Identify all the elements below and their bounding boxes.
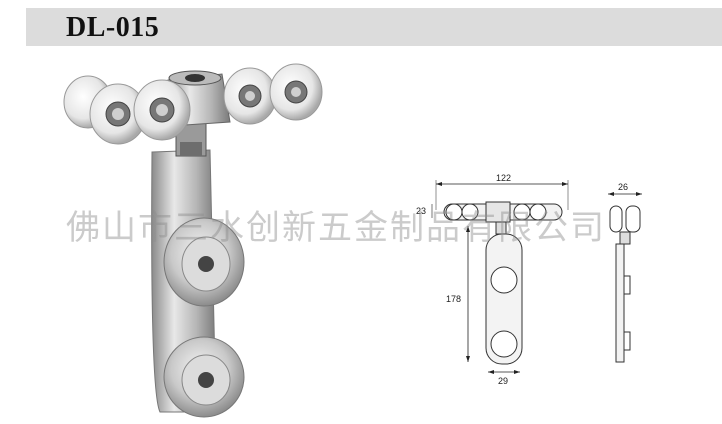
product-code-title: DL-015	[66, 12, 160, 43]
front-view-drawing: 122 23 178 29	[416, 173, 569, 386]
title-bar: DL-015	[26, 8, 722, 46]
bottom-dimension-label: 29	[498, 376, 508, 386]
width-dimension-label: 122	[496, 173, 511, 183]
side-view-drawing: 26	[608, 182, 642, 363]
side-width-label: 26	[618, 182, 628, 192]
height-dimension-label: 178	[446, 294, 461, 304]
product-photo	[63, 63, 323, 418]
small-dimension-label: 23	[416, 206, 426, 216]
